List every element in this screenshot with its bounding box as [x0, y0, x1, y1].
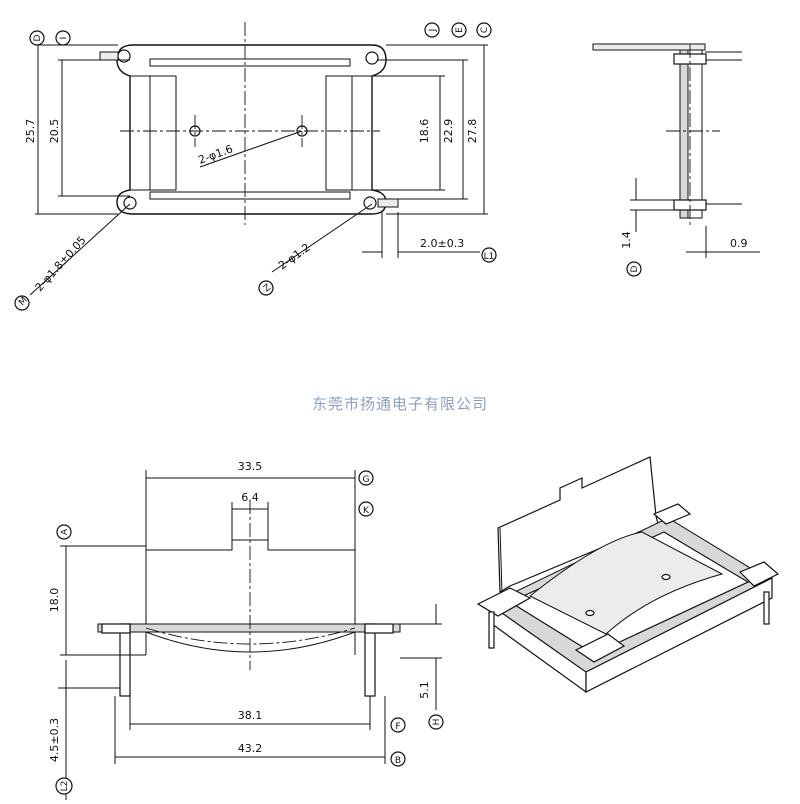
marker-h: H: [432, 719, 442, 726]
iso-curved-sheet: [529, 531, 724, 635]
dim-33-5: 33.5: [238, 460, 263, 473]
marker-l2: L2: [60, 781, 70, 792]
dim-6-4: 6.4: [241, 491, 259, 504]
top-frame-outline: [116, 44, 387, 215]
dim-5-1: 5.1: [418, 681, 431, 699]
marker-d-side: D: [630, 265, 640, 272]
front-view: 33.5 6.4 18.0 38.1 43.2 5.1 4.5±0.3 G: [48, 460, 444, 800]
bottom-inner-bar: [149, 191, 351, 200]
front-curve: [145, 631, 356, 653]
dim-2-0: 2.0±0.3: [420, 237, 464, 250]
front-base-bar: [97, 623, 401, 633]
iso-pin-left: [488, 611, 495, 649]
marker-k: K: [363, 506, 370, 516]
marker-f: F: [395, 722, 400, 732]
callout-hole-1-6: 2-φ1.6: [197, 142, 235, 166]
pin-top-right: [365, 51, 379, 65]
dim-25-7: 25.7: [24, 119, 37, 144]
right-flange: [325, 75, 372, 191]
left-flange: [130, 75, 177, 191]
side-view: 1.4 0.9 D: [592, 43, 760, 277]
front-pin-left: [119, 623, 131, 697]
top-inner-bar: [149, 58, 351, 67]
callout-hole-1-2: 2-φ1.2: [276, 241, 313, 273]
marker-a: A: [60, 528, 70, 535]
iso-hole-2: [661, 573, 671, 581]
dim-4-5: 4.5±0.3: [48, 718, 61, 762]
dim-18-6: 18.6: [418, 119, 431, 144]
iso-pin-right: [763, 591, 770, 625]
top-view: 25.7 20.5 18.6 22.9 27.8 2-φ1.6 2-φ1.2 2…: [14, 22, 497, 311]
dim-1-4: 1.4: [620, 231, 633, 249]
pin-bottom-left: [123, 196, 137, 210]
iso-hole-1: [585, 609, 595, 617]
marker-l1: L1: [484, 252, 495, 262]
side-body: [679, 49, 689, 219]
marker-e: E: [455, 27, 465, 33]
front-pin-right: [364, 623, 376, 697]
marker-i: I: [59, 37, 69, 40]
iso-back-wall: [497, 456, 659, 594]
marker-z: Z: [262, 283, 273, 295]
pin-bottom-right: [363, 196, 377, 210]
isometric-view: [476, 456, 780, 694]
marker-j: J: [428, 29, 438, 33]
marker-c: C: [480, 27, 490, 33]
dim-0-9: 0.9: [730, 237, 748, 250]
dim-27-8: 27.8: [466, 119, 479, 144]
callout-hole-1-8: 2-φ1.8±0.05: [33, 234, 89, 294]
dim-38-1: 38.1: [238, 709, 263, 722]
front-plate: [145, 539, 356, 655]
dim-18-0: 18.0: [48, 588, 61, 613]
marker-d-top: D: [33, 34, 43, 41]
marker-b: B: [395, 756, 401, 766]
company-watermark: 东莞市扬通电子有限公司: [312, 395, 488, 413]
side-top-plate: [592, 43, 706, 51]
iso-right-rail: [585, 577, 773, 693]
marker-g: G: [363, 475, 370, 485]
dim-20-5: 20.5: [48, 119, 61, 144]
dim-22-9: 22.9: [442, 119, 455, 144]
dim-43-2: 43.2: [238, 742, 263, 755]
